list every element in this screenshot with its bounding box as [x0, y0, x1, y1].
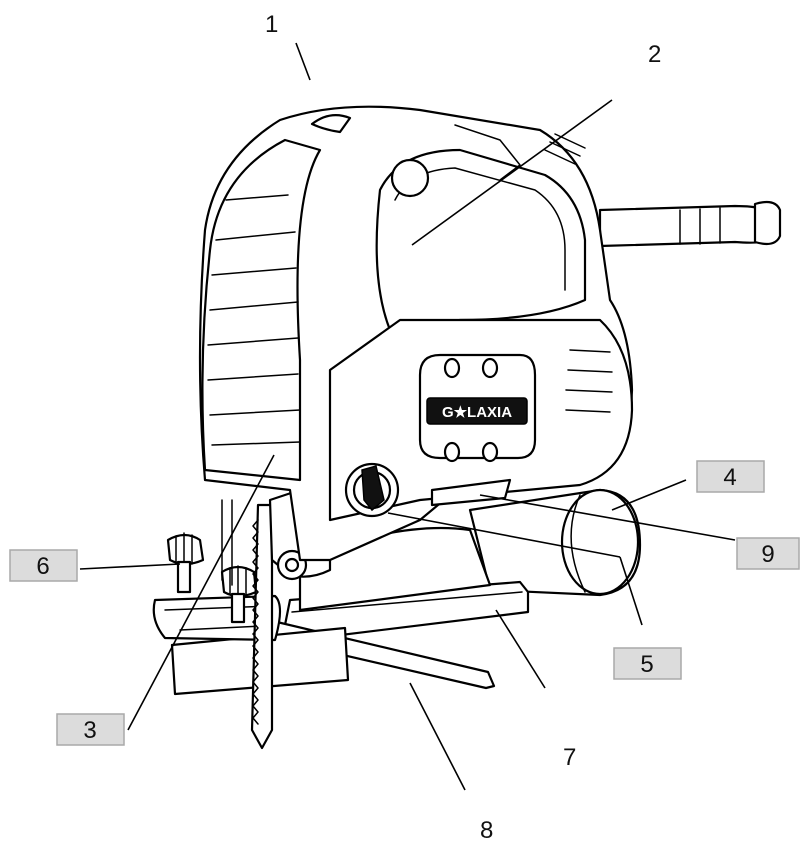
pendulum-lever — [344, 462, 400, 518]
label-4: 4 — [723, 464, 736, 491]
power-cord — [598, 200, 782, 248]
label-2: 2 — [648, 41, 661, 68]
label-9: 9 — [761, 541, 774, 568]
jigsaw-illustration: G★LAXIA — [152, 105, 782, 750]
label-3: 3 — [83, 717, 96, 744]
label-box-6 — [9, 549, 78, 582]
label-box-3 — [56, 713, 125, 746]
leader-lines — [79, 42, 736, 791]
brand-badge: G★LAXIA — [418, 353, 537, 463]
label-box-5 — [613, 647, 682, 680]
label-1: 1 — [265, 11, 278, 38]
label-box-9 — [736, 537, 800, 570]
label-box-4 — [696, 460, 765, 493]
brand-logo: G★LAXIA — [442, 404, 512, 421]
label-7: 7 — [563, 744, 576, 771]
label-5: 5 — [640, 651, 653, 678]
speed-dial — [430, 478, 512, 507]
part-labels: 1 2 3 4 5 6 7 8 9 — [9, 11, 800, 842]
label-8: 8 — [480, 817, 493, 842]
dust-port — [468, 488, 642, 597]
label-6: 6 — [36, 553, 49, 580]
motor-housing — [198, 105, 634, 562]
